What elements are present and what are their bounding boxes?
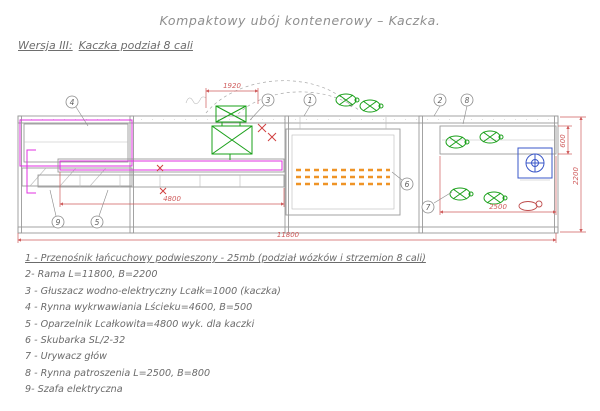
drain-symbol xyxy=(156,164,167,195)
parts-legend: 1 - Przenośnik łańcuchowy podwieszony - … xyxy=(25,251,426,399)
subtitle-text: Kaczka podział 8 cali xyxy=(78,39,193,52)
legend-item-2: 2- Rama L=11800, B=2200 xyxy=(25,269,158,281)
head-puller xyxy=(517,147,553,181)
legend-item-1: 1 - Przenośnik łańcuchowy podwieszony - … xyxy=(25,253,426,264)
bleeding-trough xyxy=(57,158,285,173)
svg-text:9: 9 xyxy=(56,218,61,227)
chain-symbol xyxy=(185,96,207,105)
duck-symbol xyxy=(335,93,360,107)
svg-text:600: 600 xyxy=(559,134,567,148)
legend-item-6: 6 - Skubarka SL/2-32 xyxy=(25,335,126,347)
callout-7: 7 xyxy=(421,191,453,214)
conveyor-frame xyxy=(17,115,559,234)
dimension-trough-height: 600 xyxy=(558,125,572,155)
dimension-frame-height: 2200 xyxy=(560,116,586,233)
svg-text:6: 6 xyxy=(405,180,410,189)
callout-9: 9 xyxy=(49,189,65,229)
svg-text:7: 7 xyxy=(426,203,431,212)
callout-6: 6 xyxy=(391,171,414,191)
svg-text:5: 5 xyxy=(95,218,100,227)
dimension-scalder-length: 4800 xyxy=(59,172,285,207)
subtitle-version: Wersja III: xyxy=(18,39,73,52)
drawing-title: Kompaktowy ubój kontenerowy – Kaczka. xyxy=(159,13,441,28)
duck-symbol xyxy=(359,99,384,113)
duck-symbol xyxy=(483,191,508,205)
svg-text:1: 1 xyxy=(308,96,313,105)
duck-symbol xyxy=(479,130,504,144)
callout-2: 2 xyxy=(433,93,447,117)
svg-text:11800: 11800 xyxy=(277,231,300,239)
dimension-stunner-span: 1920 xyxy=(205,82,259,108)
callout-1: 1 xyxy=(303,93,317,117)
callout-5: 5 xyxy=(90,189,109,229)
svg-text:2: 2 xyxy=(438,96,443,105)
dimension-gutting-length: 2500 xyxy=(439,156,557,215)
duck-symbol xyxy=(445,135,470,149)
shackle-symbol xyxy=(257,123,277,142)
svg-text:2500: 2500 xyxy=(489,203,507,211)
legend-item-7: 7 - Urywacz głów xyxy=(25,351,107,363)
legend-item-3: 3 - Głuszacz wodno-elektryczny Lcałk=100… xyxy=(25,285,281,297)
plucker xyxy=(285,117,401,216)
svg-text:4800: 4800 xyxy=(163,195,181,203)
callout-8: 8 xyxy=(460,93,474,125)
legend-item-4: 4 - Rynna wykrwawiania Lścieku=4600, B=5… xyxy=(25,302,253,314)
duck-profile-symbol xyxy=(518,200,543,211)
legend-item-5: 5 - Oparzelnik Lcałkowita=4800 wyk. dla … xyxy=(25,318,255,330)
scalder xyxy=(37,164,285,195)
svg-text:3: 3 xyxy=(266,96,271,105)
drawing-subtitle: Wersja III: Kaczka podział 8 cali xyxy=(18,39,193,52)
stunner xyxy=(211,105,253,160)
svg-text:4: 4 xyxy=(70,98,75,107)
legend-item-9: 9- Szafa elektryczna xyxy=(25,384,123,396)
legend-item-8: 8 - Rynna patroszenia L=2500, B=800 xyxy=(25,367,211,379)
callout-3: 3 xyxy=(249,93,275,121)
duck-symbol xyxy=(449,187,474,201)
svg-text:1920: 1920 xyxy=(223,82,241,90)
dimension-total-length: 11800 xyxy=(17,231,557,243)
svg-text:2200: 2200 xyxy=(572,167,580,185)
callout-4: 4 xyxy=(65,95,89,127)
svg-text:8: 8 xyxy=(465,96,470,105)
duck-symbols xyxy=(335,93,508,205)
electrical-cabinet xyxy=(19,119,133,194)
